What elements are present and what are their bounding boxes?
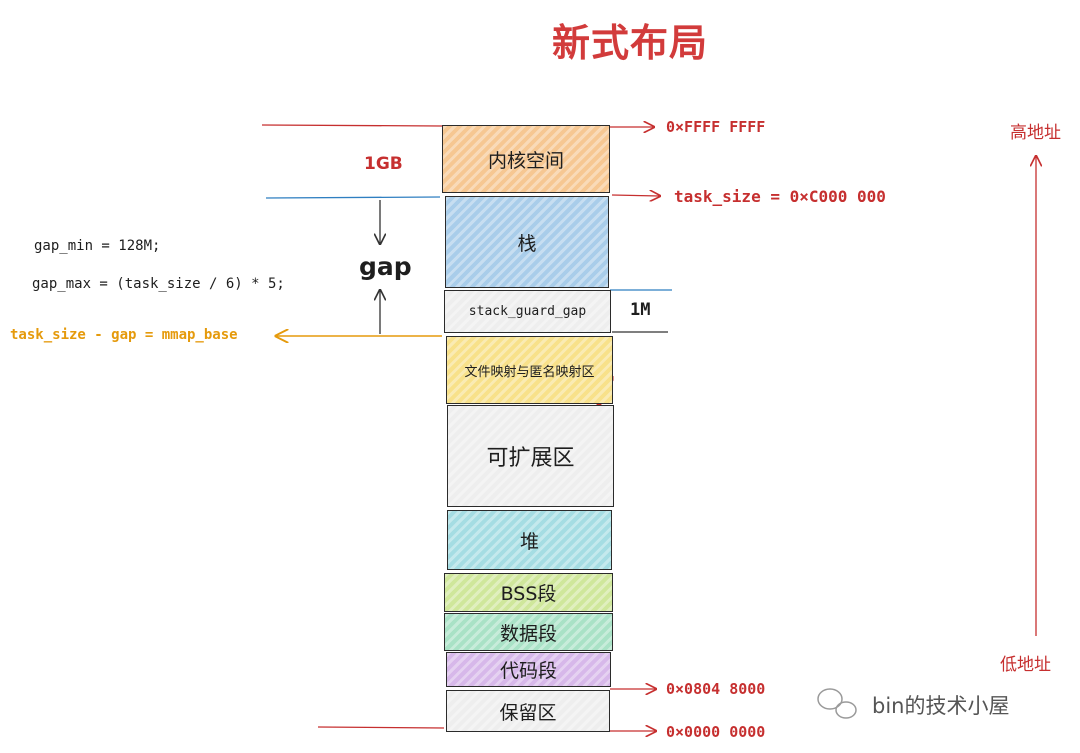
- top-boundary-line: [261, 124, 443, 127]
- segment-data-label: 数据段: [499, 622, 557, 645]
- gap-max-label: gap_max = (task_size / 6) * 5;: [32, 276, 285, 292]
- addr-0804-label: 0×0804 8000: [666, 680, 766, 698]
- watermark-label: bin的技术小屋: [872, 694, 1010, 718]
- segment-mmap: 文件映射与匿名映射区: [446, 336, 613, 404]
- mmap-base-label: task_size - gap = mmap_base: [10, 327, 238, 343]
- wechat-icon: [817, 688, 857, 719]
- segment-reserved-label: 保留区: [499, 701, 557, 724]
- size-1gb-label: 1GB: [364, 154, 403, 174]
- segment-stack-guard-gap-label: stack_guard_gap: [468, 304, 587, 319]
- gap-label: gap: [359, 252, 412, 281]
- segment-stack-guard-gap: stack_guard_gap: [444, 290, 611, 333]
- segment-bss-label: BSS段: [500, 583, 557, 605]
- segment-mmap-label: 文件映射与匿名映射区: [464, 364, 595, 380]
- addr-top-label: 0×FFFF FFFF: [666, 118, 766, 136]
- segment-expandable-label: 可扩展区: [486, 446, 575, 471]
- task-size-line: [265, 196, 441, 199]
- segment-stack: 栈: [445, 196, 609, 288]
- segment-heap: 堆: [447, 510, 612, 570]
- low-address-label: 低地址: [1000, 655, 1051, 675]
- task-size-arrow: [611, 195, 660, 196]
- high-address-label: 高地址: [1010, 123, 1061, 143]
- segment-expandable: 可扩展区: [447, 405, 614, 507]
- segment-reserved: 保留区: [446, 690, 610, 732]
- task-size-label: task_size = 0×C000 000: [674, 187, 886, 206]
- segment-data: 数据段: [444, 613, 613, 651]
- segment-code-label: 代码段: [499, 660, 557, 682]
- segment-heap-label: 堆: [519, 530, 539, 553]
- segment-kernel-label: 内核空间: [487, 149, 564, 172]
- bottom-boundary-line: [317, 726, 445, 729]
- segment-kernel: 内核空间: [442, 125, 610, 193]
- gap-min-label: gap_min = 128M;: [34, 238, 161, 254]
- size-1m-label: 1M: [630, 300, 651, 320]
- diagram-title-text: 新式布局: [551, 21, 708, 65]
- addr-zero-label: 0×0000 0000: [666, 723, 766, 741]
- segment-stack-label: 栈: [517, 232, 537, 255]
- segment-bss: BSS段: [444, 573, 613, 612]
- diagram-title: 新式布局: [0, 12, 1080, 67]
- segment-code: 代码段: [446, 652, 611, 687]
